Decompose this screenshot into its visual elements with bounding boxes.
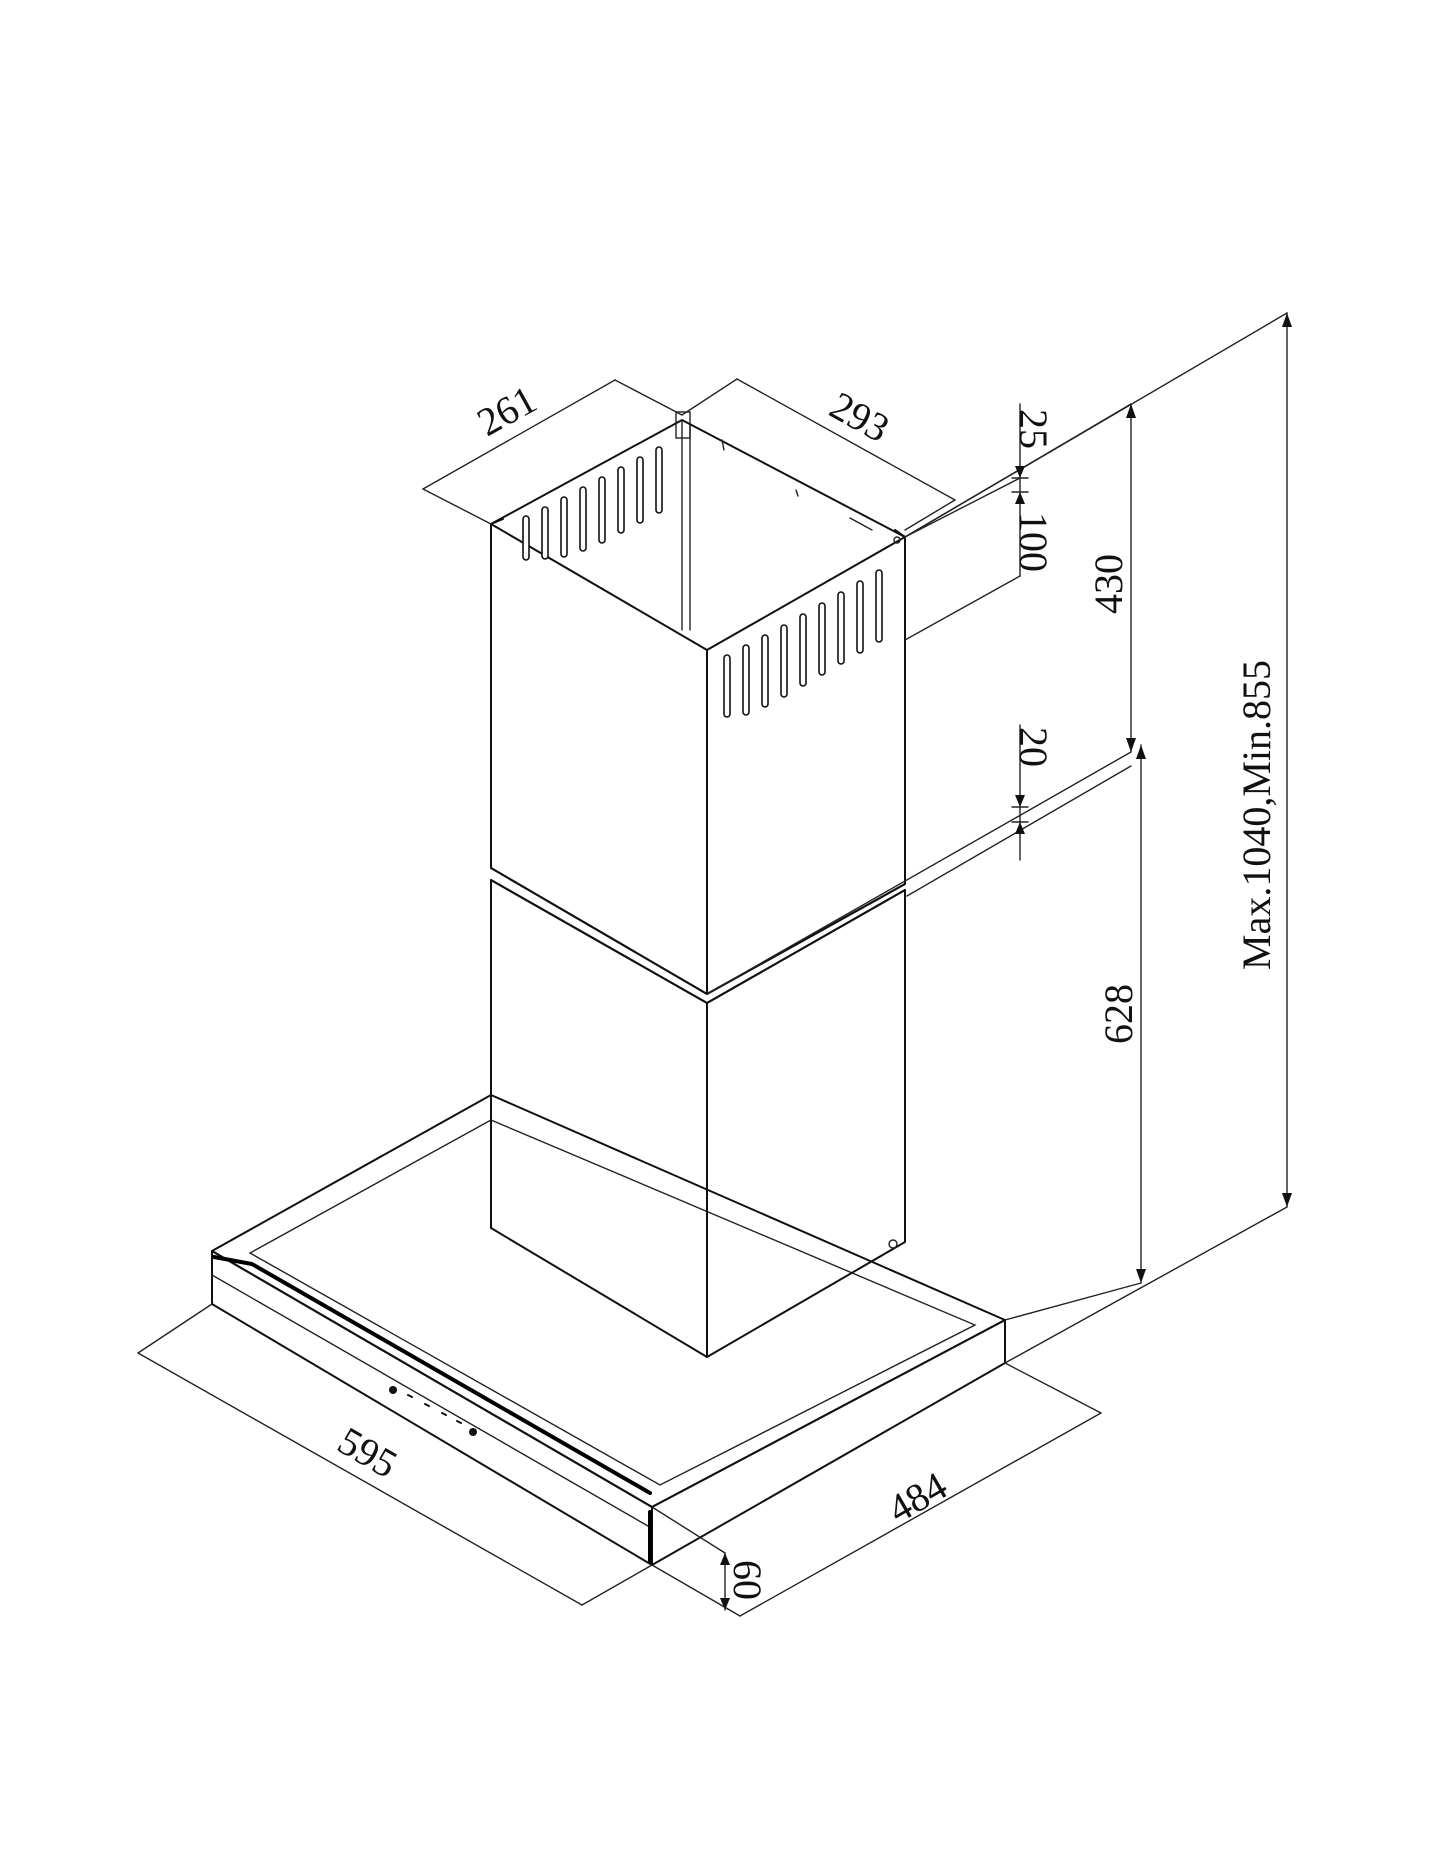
label-total-height: Max.1040,Min.855 [1234,660,1279,970]
button-icon [456,1420,462,1424]
label-hood-thickness: 60 [725,1560,770,1600]
hinge-plate [675,411,691,439]
upper-chimney-front-face [490,523,708,995]
label-bracket-height: 100 [1011,512,1056,572]
button-icon [407,1394,413,1398]
lower-chimney [490,867,906,1358]
hood-front-face [211,1250,653,1566]
hood-top-surface [211,1094,1006,1508]
button-icon [424,1403,430,1407]
label-overlap: 20 [1011,727,1056,767]
upper-chimney-side-face [706,536,906,995]
upper-chimney-lip [490,518,504,525]
label-upper-chimney-height: 430 [1086,554,1131,614]
control-panel [389,1386,477,1436]
label-hood-depth: 484 [880,1463,954,1532]
screw-icon [888,1239,898,1249]
button-icon [441,1412,447,1416]
button-icon [469,1428,477,1436]
label-chimney-width: 293 [823,383,897,451]
label-chimney-depth: 261 [470,376,544,444]
lower-chimney-front-face [490,879,708,1358]
chimney-collar [490,867,906,995]
label-lower-chimney-height: 628 [1096,984,1141,1044]
rail-mark [721,439,725,451]
upper-chimney [490,411,906,995]
rail-mark [795,489,799,497]
button-icon [389,1386,397,1394]
hood-top-inner-rim [248,1119,977,1486]
label-hood-width: 595 [331,1418,405,1487]
label-bracket-top-gap: 25 [1011,409,1056,449]
lower-chimney-side-face [706,889,906,1358]
screw-icon [893,536,901,544]
hood-front-glass-line [211,1274,649,1527]
side-wall-vent-slots [723,569,883,718]
rail-mark [849,517,873,531]
chimney-collar [490,879,906,1004]
upper-chimney-lip [894,529,906,538]
dimension-lines [137,312,1292,1617]
hood-front-glass-top [212,1255,652,1495]
back-wall-vent-slots [522,446,663,561]
dimension-labels: 261 293 25 100 430 20 628 Max.1040,Min.8… [331,376,1280,1600]
